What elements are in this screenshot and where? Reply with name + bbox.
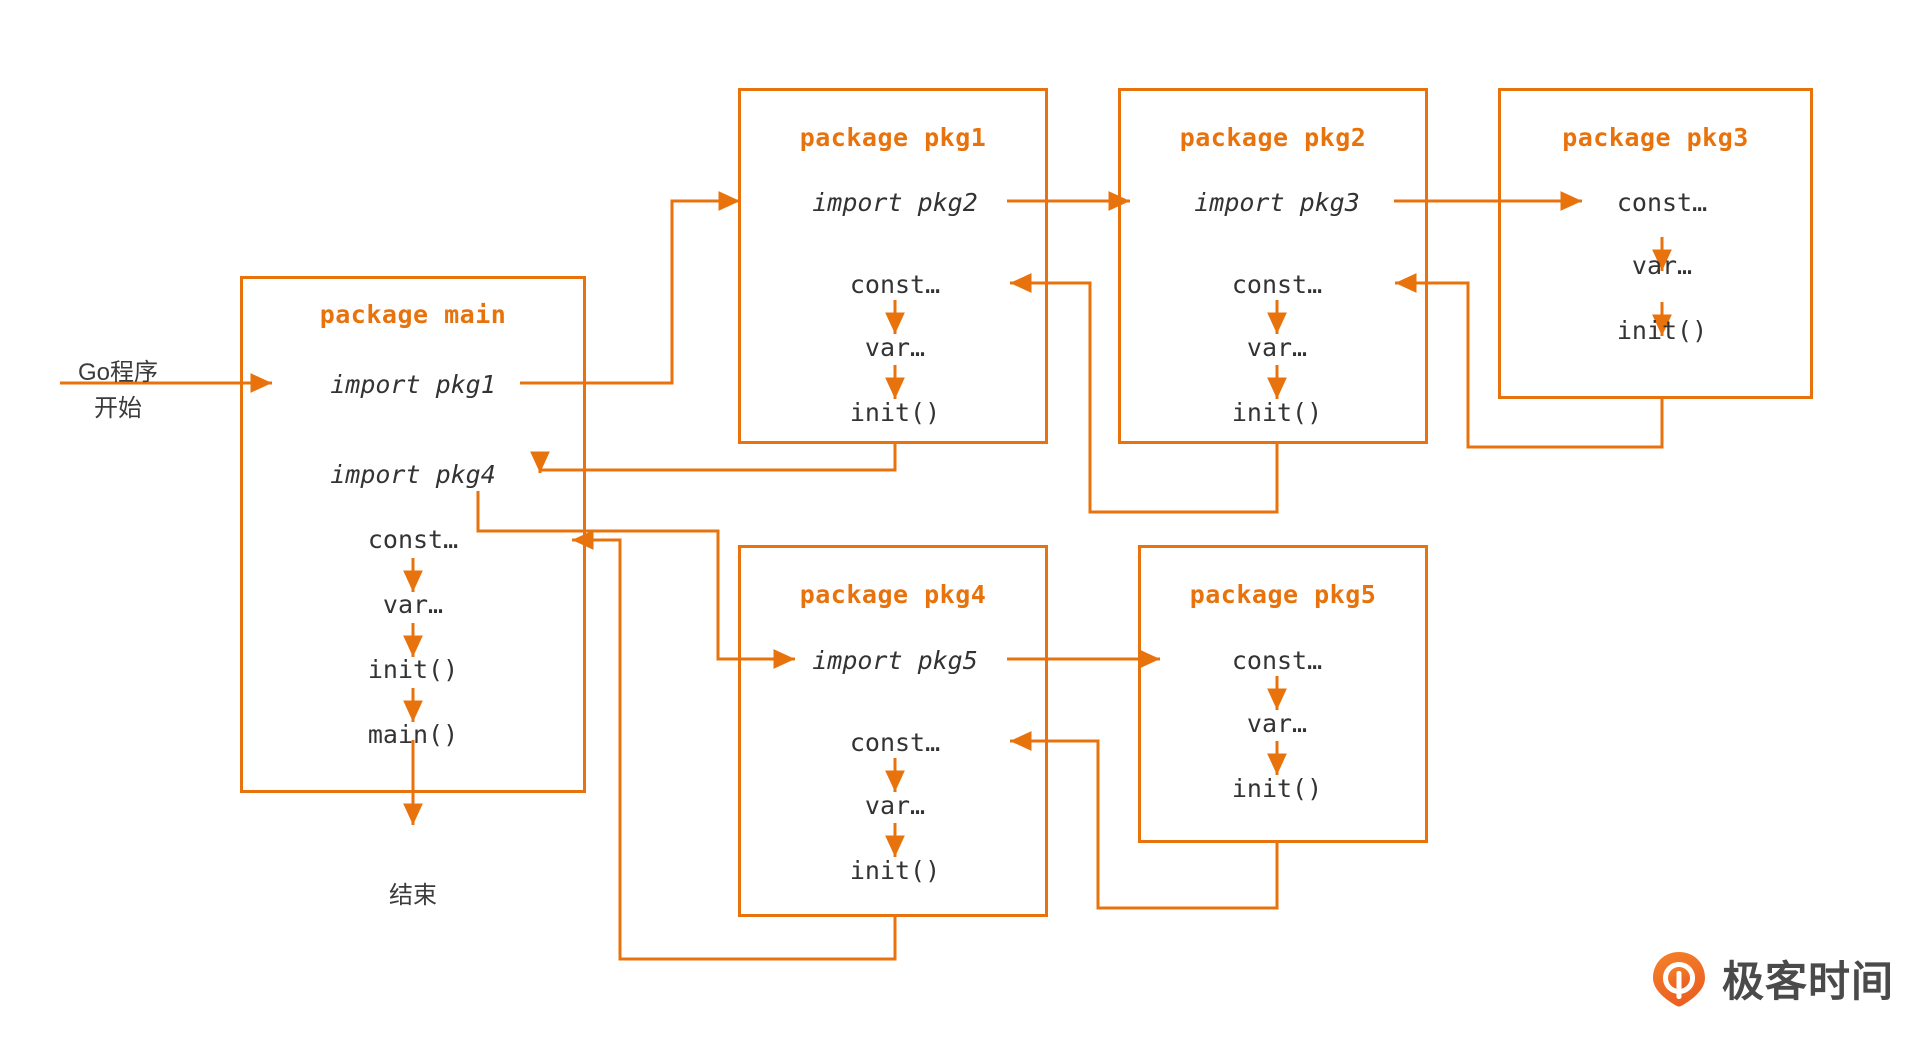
package-box-pkg4[interactable] xyxy=(738,545,1048,917)
package-pkg5-title: package pkg5 xyxy=(1189,580,1377,609)
pkg1-var: var… xyxy=(864,333,926,362)
pkg2-const: const… xyxy=(1231,270,1323,299)
main-import-pkg4: import pkg4 xyxy=(330,460,496,489)
pkg2-init: init() xyxy=(1231,398,1323,427)
main-import-pkg1: import pkg1 xyxy=(330,370,496,399)
package-box-pkg3[interactable] xyxy=(1498,88,1813,399)
main-const: const… xyxy=(367,525,459,554)
edge-pkg1-to-main-pkg4 xyxy=(530,444,897,474)
pkg4-init: init() xyxy=(849,856,941,885)
start-label: Go程序 开始 xyxy=(78,355,158,427)
start-label-line2: 开始 xyxy=(93,395,142,422)
pkg1-import-pkg2: import pkg2 xyxy=(812,188,978,217)
package-box-pkg5[interactable] xyxy=(1138,545,1428,843)
pkg1-const: const… xyxy=(849,270,941,299)
main-main: main() xyxy=(367,720,459,749)
pkg2-import-pkg3: import pkg3 xyxy=(1194,188,1360,217)
pkg3-const: const… xyxy=(1616,188,1708,217)
pkg3-var: var… xyxy=(1631,251,1693,280)
pkg1-init: init() xyxy=(849,398,941,427)
end-label: 结束 xyxy=(389,882,437,909)
start-label-line1: Go程序 xyxy=(77,359,159,386)
package-pkg1-title: package pkg1 xyxy=(799,123,987,152)
geektime-wordmark: 极客时间 xyxy=(1722,958,1895,1005)
package-pkg2-title: package pkg2 xyxy=(1179,123,1367,152)
package-box-main[interactable] xyxy=(240,276,586,793)
package-box-pkg2[interactable] xyxy=(1118,88,1428,444)
package-box-pkg1[interactable] xyxy=(738,88,1048,444)
brand-logo: 极客时间 xyxy=(1650,948,1894,1009)
pkg4-const: const… xyxy=(849,728,941,757)
pkg5-init: init() xyxy=(1231,774,1323,803)
pkg4-var: var… xyxy=(864,791,926,820)
main-init: init() xyxy=(367,655,459,684)
package-pkg3-title: package pkg3 xyxy=(1562,123,1749,152)
package-pkg4-title: package pkg4 xyxy=(799,580,987,609)
geektime-pin-icon xyxy=(1650,950,1708,1008)
pkg4-import-pkg5: import pkg5 xyxy=(812,646,978,675)
package-main-title: package main xyxy=(319,300,507,329)
pkg5-const: const… xyxy=(1231,646,1323,675)
pkg3-init: init() xyxy=(1616,316,1708,345)
pkg5-var: var… xyxy=(1246,709,1308,738)
pkg2-var: var… xyxy=(1246,333,1308,362)
main-var: var… xyxy=(382,590,444,619)
